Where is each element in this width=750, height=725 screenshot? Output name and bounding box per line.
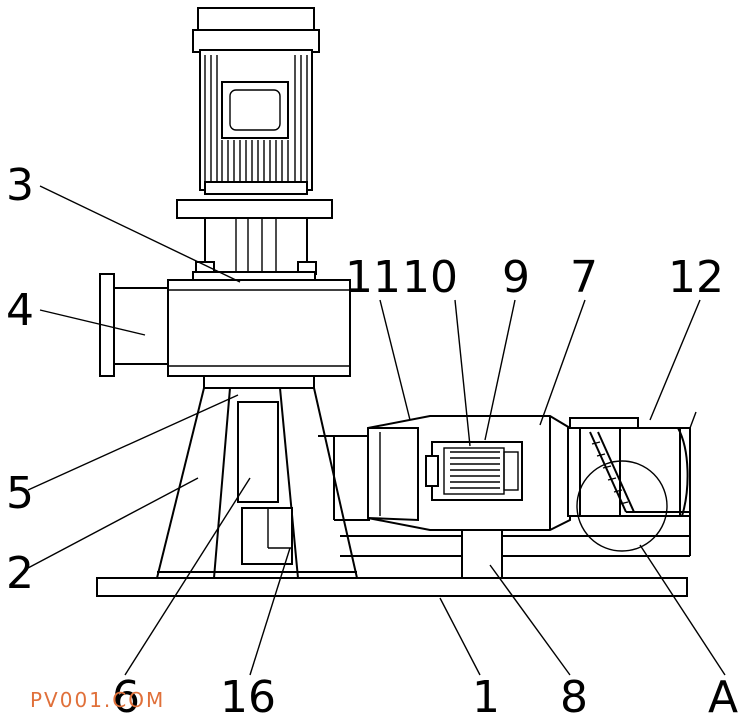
label-5: 5 — [6, 468, 34, 519]
part-labels: 3 4 5 2 11 10 9 7 12 6 16 1 8 A — [6, 160, 738, 723]
motor — [192, 7, 320, 195]
label-11: 11 — [345, 252, 401, 303]
support-stand — [156, 375, 358, 579]
label-1: 1 — [472, 672, 500, 723]
label-12: 12 — [668, 252, 724, 303]
pump-housing — [99, 273, 351, 377]
label-2: 2 — [6, 548, 34, 599]
outlet-section — [567, 411, 697, 552]
horizontal-frame — [318, 435, 691, 579]
label-8: 8 — [560, 672, 588, 723]
label-3: 3 — [6, 160, 34, 211]
inline-housing — [367, 415, 571, 531]
leader-lines — [27, 185, 726, 676]
watermark: PV001.COM — [30, 688, 165, 712]
label-4: 4 — [6, 285, 34, 336]
label-6: 6 — [112, 672, 140, 723]
label-A: A — [708, 672, 738, 723]
base-plate — [96, 577, 688, 597]
label-10: 10 — [402, 252, 458, 303]
label-7: 7 — [570, 252, 598, 303]
coupling — [176, 199, 333, 283]
label-9: 9 — [502, 252, 530, 303]
label-16: 16 — [220, 672, 276, 723]
